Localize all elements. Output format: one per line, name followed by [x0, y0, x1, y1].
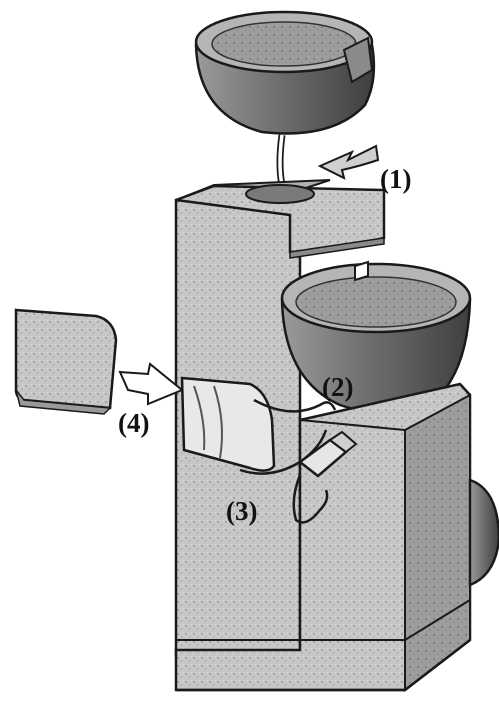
callout-4: (4) [118, 408, 149, 438]
callout-2: (2) [322, 372, 353, 402]
access-cover-panel [16, 310, 116, 414]
callout-3: (3) [226, 496, 257, 526]
lower-bowl [470, 480, 499, 585]
rotate-arrow-icon [320, 146, 378, 178]
callout-1: (1) [380, 164, 411, 194]
top-bowl [196, 12, 374, 133]
insert-arrow-icon [120, 364, 182, 404]
